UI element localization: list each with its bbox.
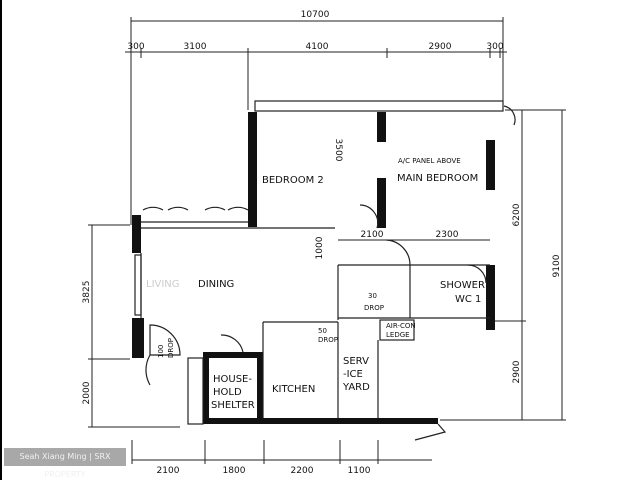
label-aircon-2: LEDGE xyxy=(386,331,410,339)
image-edge xyxy=(0,0,2,480)
dim-overall-width: 10700 xyxy=(301,10,330,20)
label-shelter-3: SHELTER xyxy=(211,400,255,411)
dim-corridor: 1000 xyxy=(315,236,325,259)
label-drop-50: 50 xyxy=(318,327,327,335)
dim-right-1: 6200 xyxy=(512,203,522,226)
dim-bedroom2-depth: 3500 xyxy=(333,139,343,162)
label-kitchen: KITCHEN xyxy=(272,384,315,395)
dim-bottom-2: 1800 xyxy=(223,466,246,476)
dim-bath-2: 2300 xyxy=(436,230,459,240)
dim-bottom-1: 2100 xyxy=(157,466,180,476)
dim-top-1: 300 xyxy=(127,42,144,52)
dim-right-2: 2900 xyxy=(512,360,522,383)
dim-top-3: 4100 xyxy=(306,42,329,52)
walls xyxy=(132,112,495,424)
label-service-1: SERV xyxy=(343,356,369,367)
label-service-3: YARD xyxy=(342,382,370,393)
label-drop-50-text: DROP xyxy=(318,336,338,344)
label-aircon-1: AIR-CON xyxy=(386,322,416,330)
label-drop-100-text: DROP xyxy=(167,338,175,358)
dimension-labels: 10700 300 3100 4100 2900 300 2100 1800 2… xyxy=(82,10,562,476)
partitions xyxy=(134,100,516,441)
dim-left-1: 3825 xyxy=(82,281,92,304)
label-drop-30: 30 xyxy=(368,292,377,300)
label-service-2: -ICE xyxy=(343,369,363,380)
label-main-bedroom: MAIN BEDROOM xyxy=(397,173,478,184)
label-ac-panel: A/C PANEL ABOVE xyxy=(398,157,461,165)
dim-left-2: 2000 xyxy=(82,381,92,404)
label-wc1: WC 1 xyxy=(455,294,481,305)
label-shelter-2: HOLD xyxy=(213,387,242,398)
dim-right-overall: 9100 xyxy=(552,254,562,277)
label-bedroom2: BEDROOM 2 xyxy=(262,175,324,186)
dim-top-5: 300 xyxy=(486,42,503,52)
label-shower: SHOWER xyxy=(440,280,485,291)
label-drop-30-text: DROP xyxy=(364,304,384,312)
dim-top-4: 2900 xyxy=(429,42,452,52)
label-shelter-1: HOUSE- xyxy=(213,374,252,385)
dim-bath-1: 2100 xyxy=(361,230,384,240)
dimension-lines xyxy=(88,17,566,464)
dim-top-2: 3100 xyxy=(184,42,207,52)
label-drop-100: 100 xyxy=(157,345,165,358)
room-labels: BEDROOM 2 A/C PANEL ABOVE MAIN BEDROOM L… xyxy=(146,157,485,411)
label-dining: DINING xyxy=(198,279,234,290)
dim-bottom-3: 2200 xyxy=(291,466,314,476)
dim-bottom-4: 1100 xyxy=(348,466,371,476)
label-living: LIVING xyxy=(146,279,180,290)
watermark: Seah Xiang Ming | SRX PROPERTY xyxy=(4,448,126,479)
